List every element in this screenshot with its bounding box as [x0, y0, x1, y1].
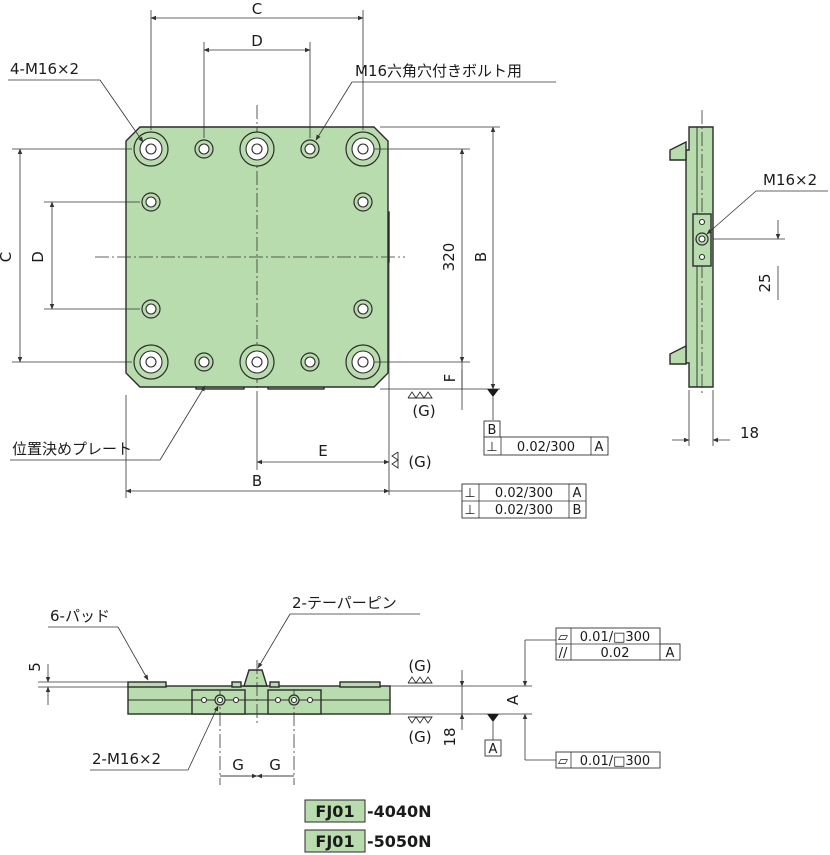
model-1-code: FJ01 — [315, 802, 354, 821]
front-dim-g2: G — [269, 756, 281, 774]
tol-bottom-1-ref: A — [573, 486, 582, 501]
label-2-m16x2: 2-M16×2 — [92, 750, 161, 768]
front-grind-top: (G) — [408, 657, 431, 675]
counterbore-hole-tr — [345, 131, 381, 167]
model-2-suffix: -5050N — [367, 832, 432, 851]
front-view: 6-パッド 2-テーパーピン 2-M16×2 5 G G (G) (G) 18 — [26, 594, 681, 785]
counterbore-hole-tl — [133, 131, 169, 167]
model-item-2: FJ01 -5050N — [304, 829, 432, 853]
side-label-m16x2: M16×2 — [763, 171, 817, 189]
front-grind-mark-top — [407, 676, 433, 684]
front-tol-top-2-ref: A — [666, 646, 675, 661]
dim-d-left: D — [29, 251, 47, 263]
tapped-hole-top-left — [194, 139, 214, 159]
tol-bottom-2-ref: B — [573, 503, 582, 518]
tapped-hole-right-upper — [353, 192, 373, 212]
front-dim-5: 5 — [26, 662, 44, 672]
front-tol-bottom-symbol: ▱ — [558, 754, 568, 769]
dim-d-top: D — [251, 32, 263, 50]
grind-mark-bottom — [391, 451, 399, 469]
model-item-1: FJ01 -4040N — [304, 799, 432, 823]
model-list: FJ01 -4040N FJ01 -5050N — [304, 799, 432, 853]
front-tol-top-2-value: 0.02 — [601, 646, 630, 661]
front-tol-top-1-symbol: ▱ — [558, 630, 568, 645]
model-1-suffix: -4040N — [367, 802, 432, 821]
label-locate-plate: 位置決めプレート — [12, 440, 132, 458]
tapped-hole-left-lower — [141, 299, 161, 319]
label-4-m16x2: 4-M16×2 — [10, 60, 79, 78]
counterbore-hole-bl — [133, 344, 169, 380]
dim-c-top: C — [252, 0, 262, 18]
dim-f: F — [441, 374, 459, 383]
front-tol-top-1-value: 0.01/□300 — [580, 630, 650, 645]
tapped-hole-bottom-left — [194, 352, 214, 372]
datum-a-triangle — [487, 714, 499, 722]
top-view: C D C D 320 B F (G) — [0, 0, 609, 519]
tol-bottom-2-symbol: ⊥ — [464, 503, 475, 518]
label-6-pads: 6-パッド — [50, 607, 110, 625]
front-dim-18: 18 — [441, 727, 459, 746]
front-dim-g1: G — [232, 756, 244, 774]
tol-b-value: 0.02/300 — [517, 440, 575, 455]
side-tab-bottom — [669, 344, 687, 365]
tapped-hole-top-right — [300, 139, 320, 159]
dim-b-bottom: B — [252, 472, 262, 490]
side-dim-18: 18 — [740, 424, 759, 442]
side-tab-top — [669, 140, 687, 161]
dim-b-right: B — [472, 252, 490, 262]
side-view: M16×2 25 18 — [669, 110, 828, 446]
front-grind-bottom: (G) — [408, 728, 431, 746]
front-holes — [200, 694, 314, 706]
counterbore-hole-bc — [239, 344, 275, 380]
dim-e: E — [318, 442, 327, 460]
tol-b-ref: A — [595, 440, 604, 455]
tol-bottom-2-value: 0.02/300 — [495, 503, 553, 518]
model-2-code: FJ01 — [315, 832, 354, 851]
tapped-hole-left-upper — [141, 192, 161, 212]
grind-right: (G) — [412, 402, 435, 420]
label-bolt: M16六角穴付きボルト用 — [355, 62, 522, 80]
tapped-hole-bottom-right — [300, 352, 320, 372]
tol-b-symbol: ⊥ — [486, 440, 497, 455]
grind-bottom: (G) — [408, 453, 431, 471]
dim-320: 320 — [440, 243, 458, 272]
front-tol-bottom-value: 0.01/□300 — [580, 754, 650, 769]
datum-a-label: A — [489, 742, 498, 757]
tol-bottom-1-symbol: ⊥ — [464, 486, 475, 501]
front-tol-top-2-symbol: // — [559, 646, 568, 661]
side-dim-25: 25 — [756, 273, 774, 292]
counterbore-hole-tc — [239, 131, 275, 167]
dim-c-left: C — [0, 252, 15, 262]
tapped-hole-right-lower — [353, 299, 373, 319]
grind-mark-right — [407, 391, 433, 399]
front-dim-a: A — [504, 694, 522, 705]
datum-b-label: B — [488, 423, 497, 438]
taper-pin — [243, 669, 268, 687]
datum-b-triangle — [487, 389, 499, 397]
tol-bottom-1-value: 0.02/300 — [495, 486, 553, 501]
label-taper-pins: 2-テーパーピン — [292, 594, 397, 612]
front-grind-mark-bottom — [407, 716, 433, 724]
